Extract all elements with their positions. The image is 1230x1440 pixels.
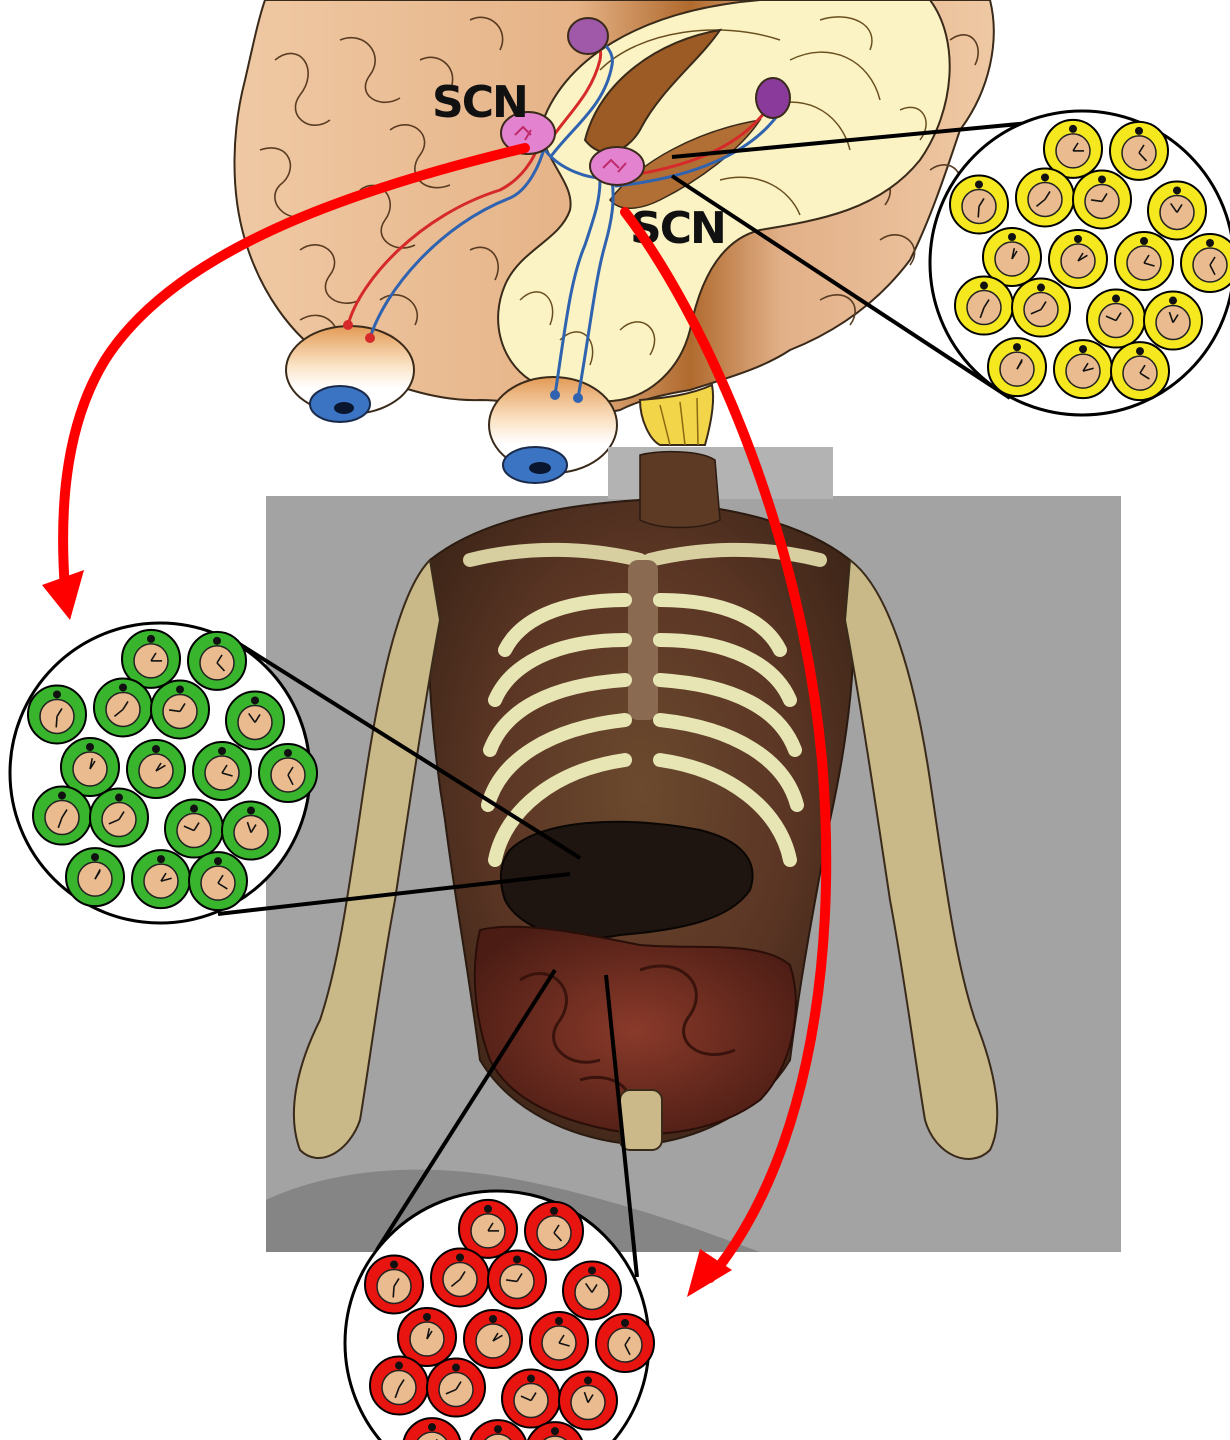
scn-label-upper: SCN xyxy=(432,77,527,128)
stopwatch-icon xyxy=(502,1370,560,1428)
stopwatch-icon xyxy=(28,685,86,743)
eye-icon xyxy=(286,326,414,422)
stopwatch-icon xyxy=(94,678,152,736)
stopwatch-icon xyxy=(530,1312,588,1370)
stopwatch-icon xyxy=(431,1248,489,1306)
stopwatch-icon xyxy=(988,338,1046,396)
stopwatch-icon xyxy=(1054,340,1112,398)
stopwatch-icon xyxy=(427,1359,485,1417)
pituitary-nucleus xyxy=(756,78,790,118)
stopwatch-icon xyxy=(1073,170,1131,228)
stopwatch-icon xyxy=(222,802,280,860)
stopwatch-icon xyxy=(1148,181,1206,239)
stopwatch-icon xyxy=(955,277,1013,335)
stopwatch-icon xyxy=(90,789,148,847)
stopwatch-icon xyxy=(1115,232,1173,290)
stopwatch-icon xyxy=(488,1250,546,1308)
stopwatch-icon xyxy=(464,1310,522,1368)
brain-clock-magnifier xyxy=(930,111,1230,415)
arrow-head-icon xyxy=(42,570,84,620)
stopwatch-icon xyxy=(259,744,317,802)
stopwatch-icon xyxy=(1181,234,1230,292)
stopwatch-icon xyxy=(1016,168,1074,226)
scn-nucleus-lower xyxy=(590,147,644,185)
stopwatch-icon xyxy=(226,691,284,749)
stopwatch-icon xyxy=(189,852,247,910)
body-scan xyxy=(266,447,1121,1252)
stopwatch-icon xyxy=(66,848,124,906)
stopwatch-icon xyxy=(127,740,185,798)
stopwatch-icon xyxy=(1012,279,1070,337)
stopwatch-icon xyxy=(188,632,246,690)
stopwatch-icon xyxy=(563,1261,621,1319)
stopwatch-icon xyxy=(1110,122,1168,180)
stopwatch-icon xyxy=(596,1314,654,1372)
stopwatch-icon xyxy=(559,1372,617,1430)
stopwatch-icon xyxy=(1111,342,1169,400)
stopwatch-icon xyxy=(151,680,209,738)
stopwatch-icon xyxy=(165,800,223,858)
pineal-nucleus xyxy=(568,18,608,54)
stopwatch-icon xyxy=(1087,290,1145,348)
stopwatch-icon xyxy=(525,1202,583,1260)
stopwatch-icon xyxy=(132,850,190,908)
stopwatch-icon xyxy=(950,175,1008,233)
stopwatch-icon xyxy=(193,742,251,800)
stopwatch-icon xyxy=(33,787,91,845)
stopwatch-icon xyxy=(1144,292,1202,350)
stopwatch-icon xyxy=(1049,230,1107,288)
stopwatch-icon xyxy=(365,1255,423,1313)
stopwatch-icon xyxy=(370,1357,428,1415)
